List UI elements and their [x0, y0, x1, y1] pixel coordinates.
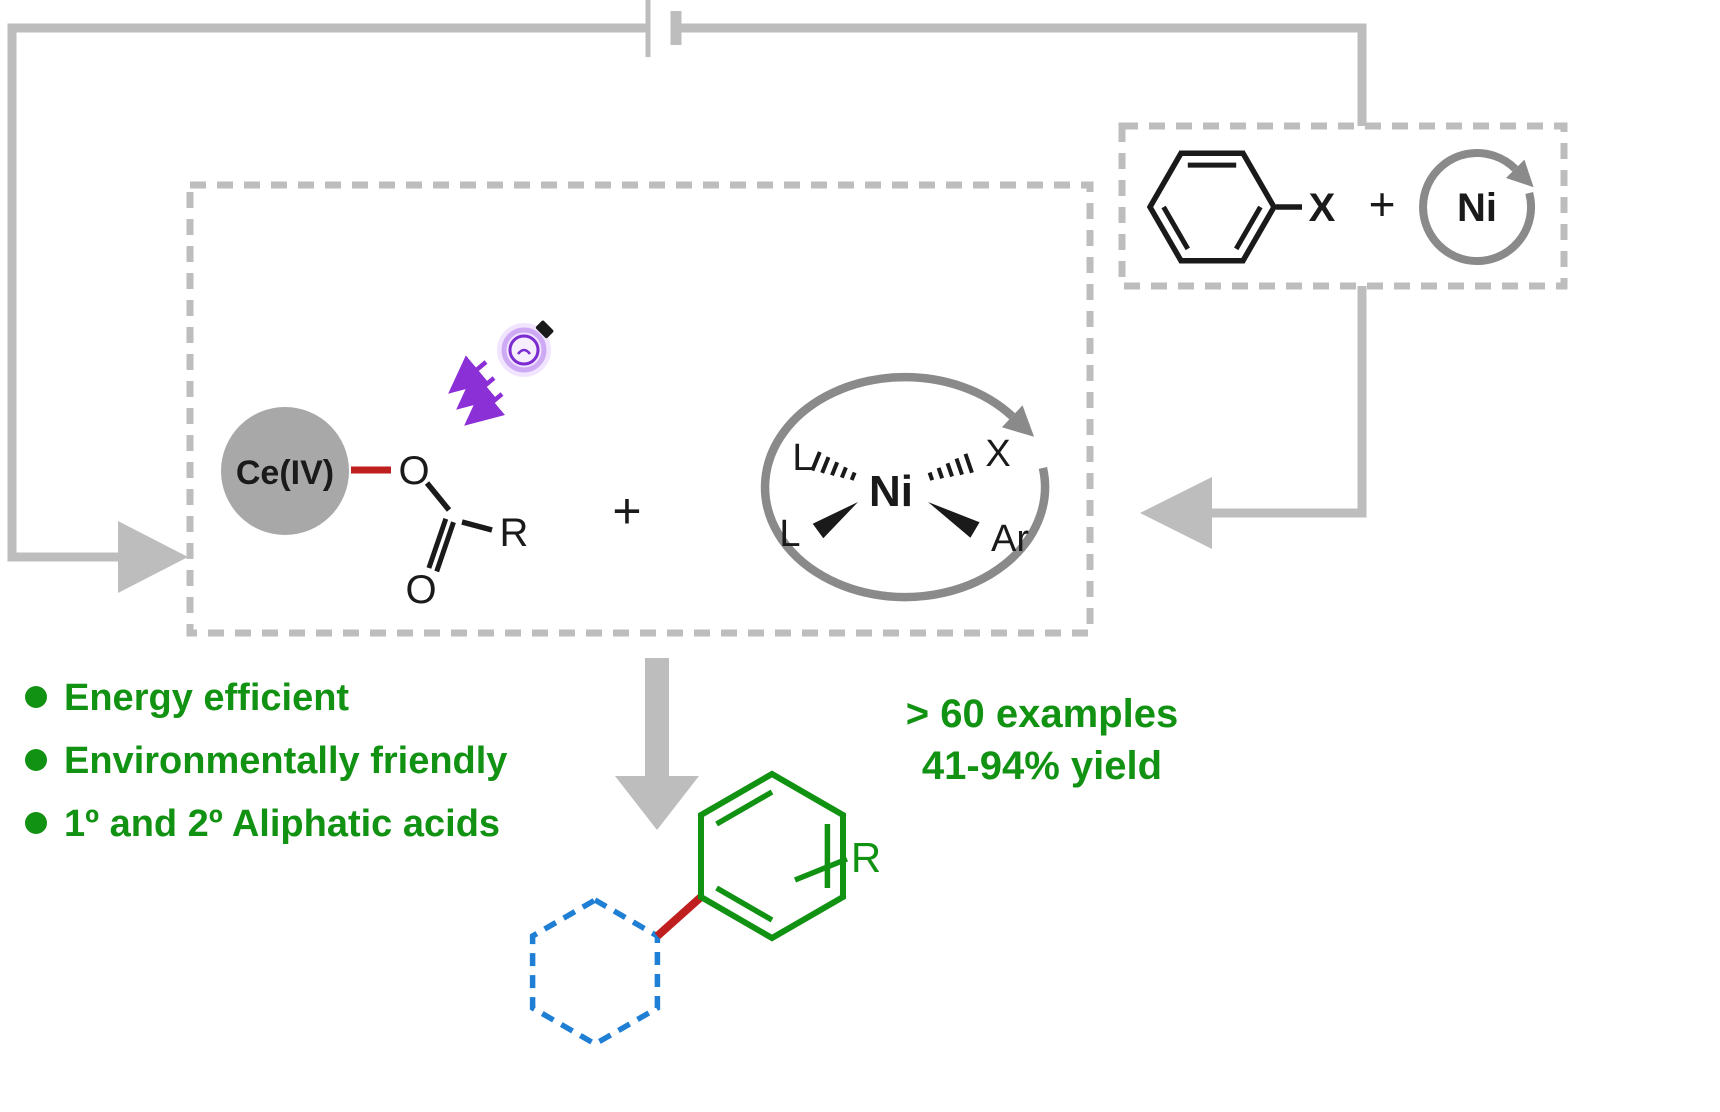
examples-count: > 60 examples [906, 692, 1178, 736]
arrow-into-box-left [118, 521, 188, 593]
carbonyl-double-bond-2 [426, 517, 449, 569]
plus-sign-top: + [1369, 178, 1396, 230]
central-reaction-box [186, 181, 1094, 637]
catalytic-cycle-arrowhead [1506, 159, 1534, 188]
wedge-bond-l-bottom [812, 502, 858, 539]
product-structure: R [529, 770, 881, 1048]
ligand-l-bottom: L [779, 513, 800, 555]
wedge-bond-ar [928, 502, 980, 538]
benzene-inner-bond [1234, 205, 1263, 251]
hashed-bond-l-top [810, 451, 857, 481]
cyclohexyl-ring-dashed [529, 896, 661, 1048]
light-rays [448, 355, 505, 426]
acyl-r-label: R [500, 511, 529, 555]
complex-cycle-arrow [760, 372, 1050, 602]
ligand-x: X [985, 433, 1010, 475]
battery-icon [645, 0, 682, 57]
ligand-l-top: L [792, 437, 813, 479]
o-c-bond [424, 481, 452, 512]
ni-catalyst-cycle: Ni [1419, 149, 1536, 265]
feature-bullets: Energy efficient Environmentally friendl… [25, 677, 507, 845]
cerium-sphere [221, 407, 349, 535]
nickel-complex: Ni L X L Ar [760, 372, 1050, 602]
c-r-bond [461, 519, 493, 533]
carbonyl-oxygen: O [405, 568, 436, 612]
ester-oxygen: O [398, 449, 429, 493]
aryl-halide-structure: X [1146, 150, 1336, 264]
complex-cycle-arrowhead [1001, 405, 1035, 437]
bullet-dot [25, 812, 47, 834]
benzene-ring [1146, 150, 1278, 264]
arrow-into-box-right [1140, 477, 1212, 549]
catalytic-cycle-arrow [1419, 149, 1536, 265]
benzene-inner-bond [1161, 205, 1190, 251]
product-aryl-ring [698, 770, 846, 942]
yield-range: 41-94% yield [922, 744, 1162, 788]
ni-catalyst-label: Ni [1457, 186, 1497, 230]
bullet-text-1: Energy efficient [64, 677, 349, 719]
reaction-arrow-down [615, 658, 699, 830]
ligand-ar: Ar [991, 518, 1029, 560]
circuit-wire-left [7, 23, 646, 562]
aryl-r-bond [793, 856, 849, 883]
ni-center-label: Ni [869, 467, 913, 516]
bullet-dot [25, 686, 47, 708]
lightbulb-icon [448, 320, 554, 426]
scope-stats: > 60 examples 41-94% yield [906, 692, 1178, 788]
plus-sign-center: + [612, 483, 641, 539]
hashed-bond-x [927, 453, 974, 481]
new-c-c-bond [654, 894, 704, 939]
bullet-dot [25, 749, 47, 771]
product-aryl-inner-bonds [715, 789, 831, 923]
cerium-label: Ce(IV) [236, 454, 334, 492]
cerium-carboxylate: Ce(IV) O R O [221, 407, 528, 612]
halide-label: X [1309, 186, 1336, 230]
product-r-label: R [851, 834, 881, 881]
carbonyl-double-bond-1 [434, 521, 456, 573]
bullet-text-2: Environmentally friendly [64, 740, 507, 782]
bullet-text-3: 1º and 2º Aliphatic acids [64, 803, 500, 845]
